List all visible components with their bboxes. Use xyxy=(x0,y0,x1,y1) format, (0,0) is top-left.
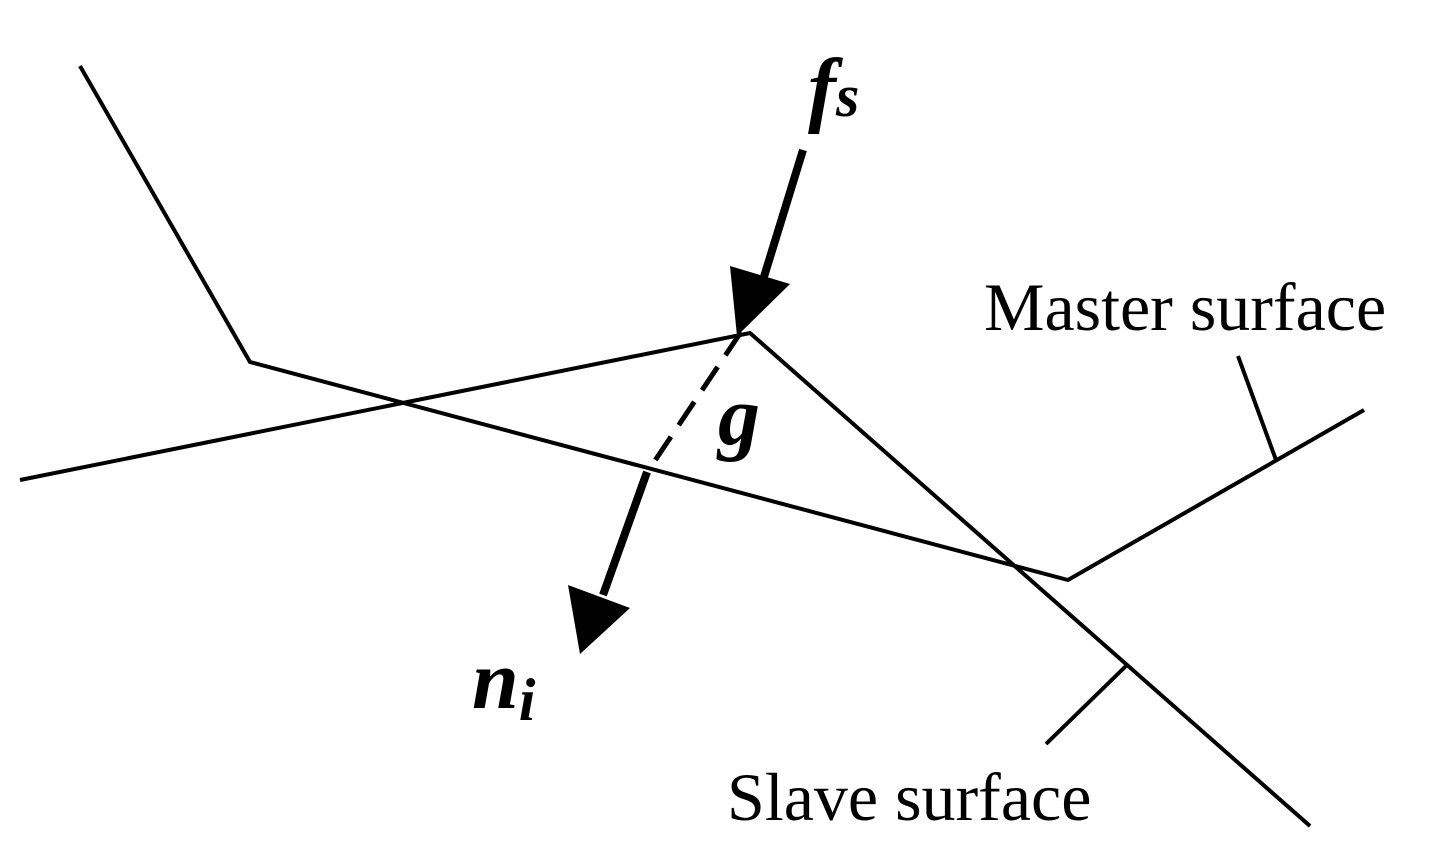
normal-arrow-icon xyxy=(568,470,651,654)
normal-subscript: i xyxy=(519,667,536,733)
slave-surface-line xyxy=(19,330,1312,828)
slave-surface-leader xyxy=(1044,663,1129,746)
master-surface-label: Master surface xyxy=(984,269,1386,345)
normal-label: ni xyxy=(472,634,536,733)
gap-dashed-line xyxy=(647,330,744,470)
normal-arrow-shaft xyxy=(599,470,651,597)
gap-label: g xyxy=(716,370,760,463)
normal-symbol: n xyxy=(472,634,519,727)
force-arrow-shaft xyxy=(759,148,807,282)
force-arrow-icon xyxy=(730,148,807,336)
force-label: fs xyxy=(808,42,859,135)
normal-arrowhead xyxy=(568,585,630,654)
master-surface-leader xyxy=(1236,355,1278,461)
slave-surface-label: Slave surface xyxy=(727,759,1091,835)
master-surface-line xyxy=(78,65,1365,583)
force-arrowhead xyxy=(730,266,790,336)
force-subscript: s xyxy=(835,63,859,129)
